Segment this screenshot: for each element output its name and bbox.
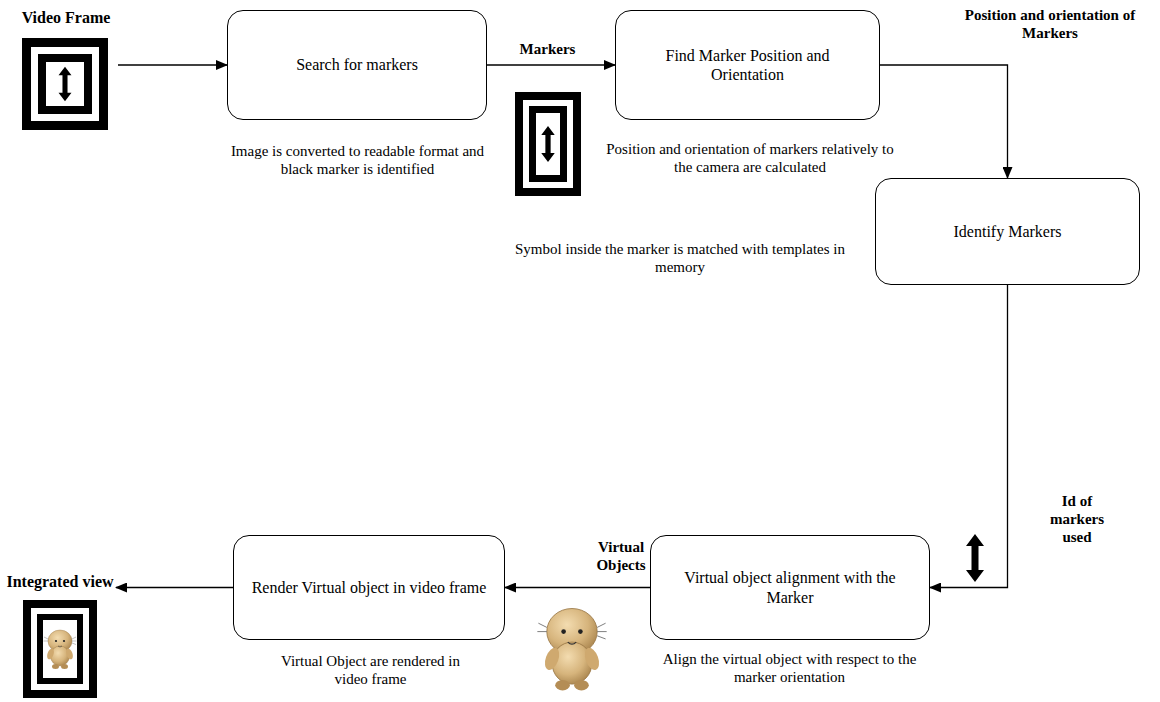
process-box: Virtual object alignment with the Marker <box>650 535 930 640</box>
integrated-view-node: Integrated view <box>4 572 116 700</box>
image-caption: Video Frame <box>14 8 118 27</box>
process-label: Identify Markers <box>954 222 1062 241</box>
marker-image <box>515 92 581 196</box>
virtual-object-figure <box>537 609 606 691</box>
step-description: Image is converted to readable format an… <box>225 142 490 178</box>
process-box: Identify Markers <box>875 178 1140 285</box>
step-description: Position and orientation of markers rela… <box>605 140 895 176</box>
flow-arrow <box>118 64 227 65</box>
process-box: Find Marker Position and Orientation <box>615 10 880 120</box>
flow-arrow <box>116 587 233 588</box>
flow-arrow <box>505 587 650 588</box>
flow-arrow <box>487 64 615 65</box>
flow-label: Markers <box>500 40 595 58</box>
flow-arrow <box>880 65 1008 178</box>
step-description: Align the virtual object with respect to… <box>642 650 937 686</box>
process-label: Search for markers <box>296 55 418 74</box>
video-frame-node: Video Frame <box>14 8 118 130</box>
integrated-marker-image <box>23 600 97 698</box>
step-description: Symbol inside the marker is matched with… <box>495 240 865 276</box>
process-box: Render Virtual object in video frame <box>233 535 505 640</box>
process-label: Render Virtual object in video frame <box>252 578 487 597</box>
flow-label: Id of markers used <box>1038 492 1116 546</box>
flow-label: Virtual Objects <box>585 538 657 574</box>
marker-image <box>22 38 108 130</box>
process-label: Find Marker Position and Orientation <box>630 46 865 84</box>
step-description: Virtual Object are rendered in video fra… <box>268 652 473 688</box>
process-box: Search for markers <box>227 10 487 120</box>
flow-arrow <box>930 285 1008 588</box>
process-label: Virtual object alignment with the Marker <box>665 568 915 606</box>
image-caption: Integrated view <box>4 572 116 591</box>
flow-label: Position and orientation of Markers <box>955 6 1145 42</box>
marker-symbol <box>966 534 984 582</box>
